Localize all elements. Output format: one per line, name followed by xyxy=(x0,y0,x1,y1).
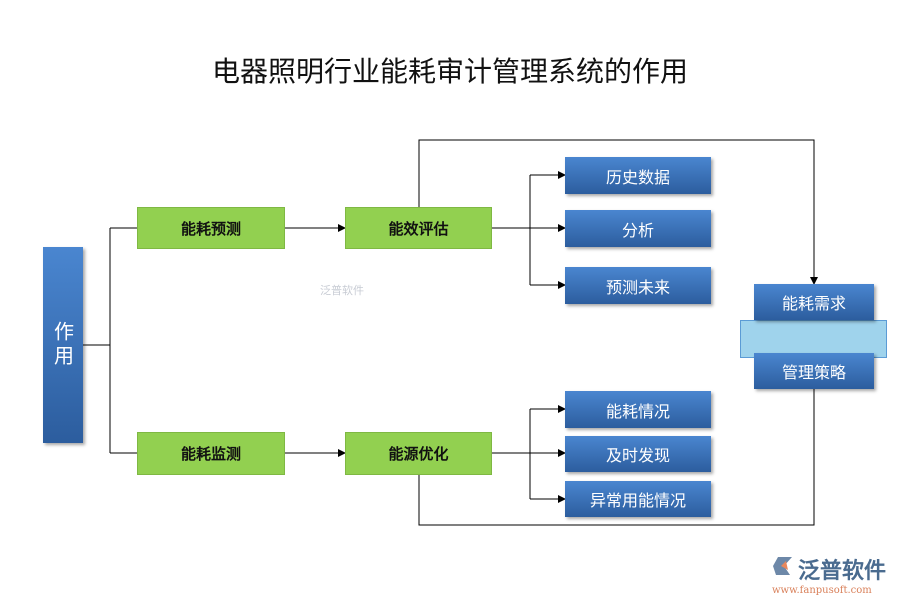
node-history-data: 历史数据 xyxy=(565,157,711,194)
watermark: 泛普软件 xyxy=(320,284,364,297)
logo-url: www.fanpusoft.com xyxy=(772,585,872,596)
node-abnormal-usage: 异常用能情况 xyxy=(565,481,711,517)
node-energy-demand: 能耗需求 xyxy=(754,284,874,320)
node-energy-monitor: 能耗监测 xyxy=(137,432,285,475)
diagram-title: 电器照明行业能耗审计管理系统的作用 xyxy=(211,55,688,88)
node-timely-detect: 及时发现 xyxy=(565,436,711,472)
node-analysis: 分析 xyxy=(565,210,711,247)
logo-mark-icon xyxy=(773,557,792,575)
node-energy-optimize: 能源优化 xyxy=(345,432,492,475)
node-energy-forecast: 能耗预测 xyxy=(137,207,285,249)
node-predict-future: 预测未来 xyxy=(565,267,711,304)
node-energy-status: 能耗情况 xyxy=(565,391,711,428)
node-efficiency-eval: 能效评估 xyxy=(345,207,492,249)
brand-logo: 泛普软件 www.fanpusoft.com xyxy=(772,553,886,596)
node-management-strategy: 管理策略 xyxy=(754,353,874,389)
root-node: 作用 xyxy=(43,247,83,443)
logo-name: 泛普软件 xyxy=(798,559,887,584)
